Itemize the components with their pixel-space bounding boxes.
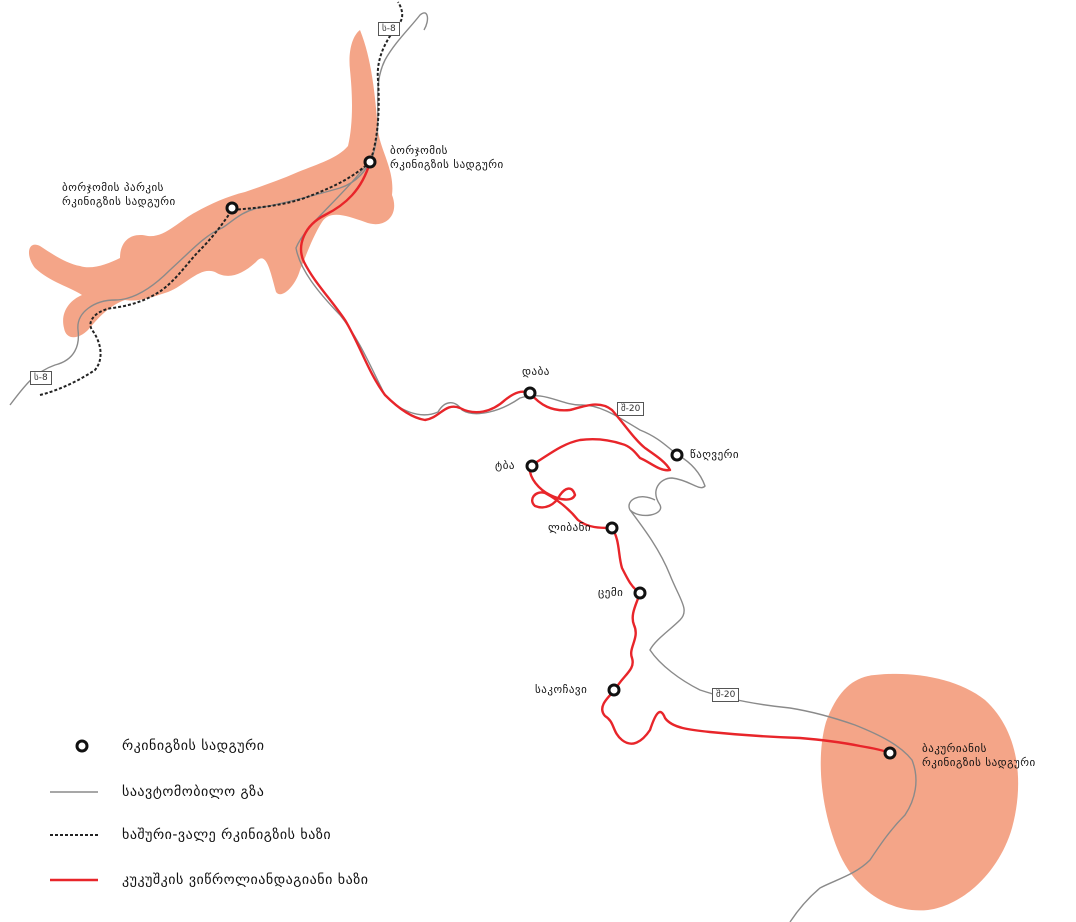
- station-tsemi-marker[interactable]: [633, 586, 647, 600]
- road-shield-sh20-mid: შ-20: [617, 402, 645, 416]
- station-bakuriani-marker[interactable]: [883, 746, 897, 760]
- legend-railway-label: ხაშური-ვალე რკინიგზის ხაზი: [122, 827, 332, 843]
- label-libani: ლიბანი: [548, 521, 592, 534]
- label-borjomi: ბორჯომის რკინიგზის სადგური: [390, 144, 504, 171]
- label-tba: ტბა: [495, 459, 515, 472]
- railway-line: [39, 1, 404, 396]
- station-borjomi-park-marker[interactable]: [225, 201, 239, 215]
- legend-road-label: საავტომობილო გზა: [122, 784, 265, 800]
- legend-row-station: რკინიგზის სადგური: [40, 734, 560, 758]
- legend-station-label: რკინიგზის სადგური: [122, 738, 265, 754]
- label-daba: დაბა: [522, 365, 550, 378]
- label-sakochavi: საკოჩავი: [535, 683, 588, 696]
- station-borjomi-marker[interactable]: [363, 155, 377, 169]
- label-bakuriani: ბაკურიანის რკინიგზის სადგური: [922, 742, 1036, 769]
- legend-station-symbol: [75, 739, 89, 753]
- station-tsaghveri-marker[interactable]: [670, 448, 684, 462]
- legend-row-railway: ხაშური-ვალე რკინიგზის ხაზი: [40, 823, 560, 847]
- station-sakochavi-marker[interactable]: [607, 683, 621, 697]
- legend-row-narrow-gauge: კუკუშკის ვიწროლიანდაგიანი ხაზი: [40, 868, 560, 892]
- label-borjomi-park: ბორჯომის პარკის რკინიგზის სადგური: [62, 181, 176, 208]
- station-tba-marker[interactable]: [525, 459, 539, 473]
- legend-row-road: საავტომობილო გზა: [40, 780, 560, 804]
- road-line: [9, 12, 917, 922]
- legend-road-symbol: [50, 791, 98, 793]
- station-daba-marker[interactable]: [523, 386, 537, 400]
- legend-narrow-gauge-label: კუკუშკის ვიწროლიანდაგიანი ხაზი: [122, 872, 369, 888]
- label-tsemi: ცემი: [598, 586, 624, 599]
- road-shield-sh20-low: შ-20: [712, 688, 740, 702]
- label-tsaghveri: წაღვერი: [690, 448, 740, 461]
- road-shield-s8-top: ს-8: [378, 22, 400, 36]
- legend-railway-symbol: [50, 834, 98, 836]
- narrow-gauge-line: [299, 161, 891, 755]
- bakuriani-area: [820, 673, 1019, 911]
- legend-narrow-gauge-symbol: [50, 878, 98, 882]
- road-shield-s8-bottom: ს-8: [30, 371, 52, 385]
- station-libani-marker[interactable]: [605, 521, 619, 535]
